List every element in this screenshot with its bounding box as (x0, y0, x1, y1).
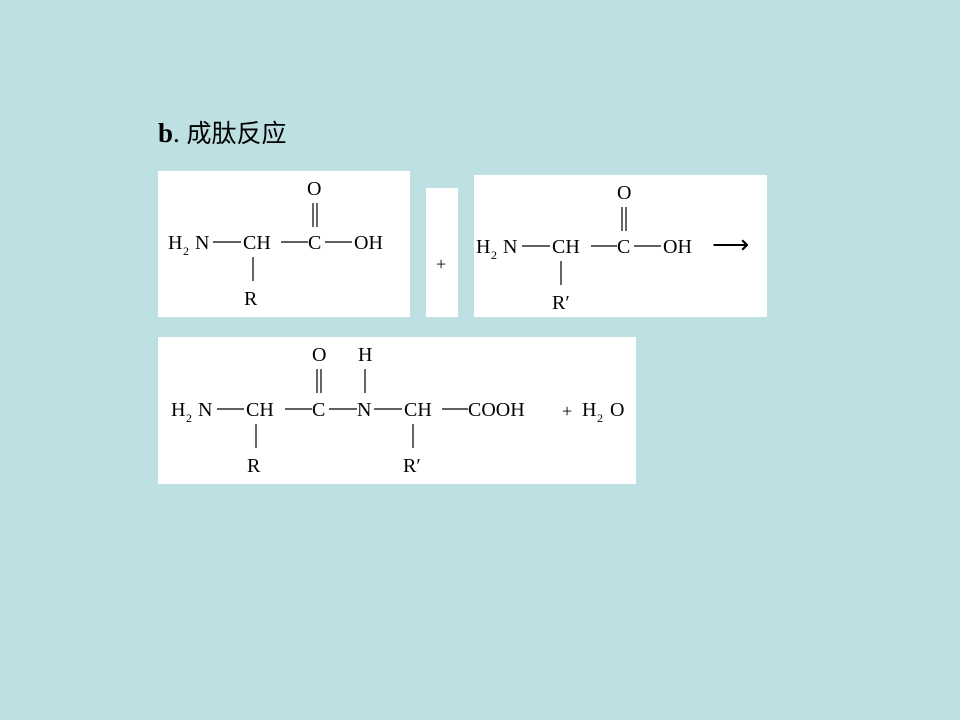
amino-h: H (476, 236, 490, 258)
water-h: H (582, 399, 596, 421)
carbonyl-oxygen: O (307, 178, 321, 200)
plus-sign: + (436, 254, 446, 274)
amino-h: H (171, 399, 185, 421)
carbonyl-c: C (312, 399, 325, 421)
reactant-2-structure: O H 2 N CH C OH ⟶ R′ (476, 182, 749, 314)
water-subscript: 2 (597, 411, 603, 425)
amino-subscript: 2 (186, 411, 192, 425)
side-chain-r-prime: R′ (403, 455, 421, 477)
reaction-heading: b. 成肽反应 (158, 114, 287, 150)
carboxyl-cooh: COOH (468, 399, 525, 421)
side-chain-r: R (244, 288, 258, 310)
amide-h: H (358, 344, 372, 366)
alpha-ch-1: CH (246, 399, 274, 421)
plus-panel: + (426, 188, 458, 317)
heading-letter: b (158, 118, 174, 148)
amino-h: H (168, 232, 182, 254)
amino-subscript: 2 (491, 248, 497, 262)
reactant-2-panel: O H 2 N CH C OH ⟶ R′ (474, 175, 767, 317)
amino-subscript: 2 (183, 244, 189, 258)
heading-title: 成肽反应 (186, 119, 287, 148)
water-o: O (610, 399, 624, 421)
carboxyl-c: C (308, 232, 321, 254)
amino-n: N (195, 232, 209, 254)
reactant-1-structure: O H 2 N CH C OH R (168, 178, 383, 310)
plus-graphic: + (436, 254, 446, 274)
carbonyl-oxygen: O (617, 182, 631, 204)
amino-n: N (198, 399, 212, 421)
product-panel: O H H 2 N CH C N CH COOH R R′ + H 2 O (158, 337, 636, 484)
side-chain-r: R (247, 455, 261, 477)
heading-separator: . (173, 118, 180, 148)
carbonyl-oxygen: O (312, 344, 326, 366)
reaction-arrow: ⟶ (712, 230, 749, 259)
alpha-ch: CH (243, 232, 271, 254)
hydroxyl-oh: OH (354, 232, 383, 254)
amino-n: N (503, 236, 517, 258)
hydroxyl-oh: OH (663, 236, 692, 258)
product-structure: O H H 2 N CH C N CH COOH R R′ + H 2 O (171, 344, 624, 477)
product-plus-sign: + (562, 401, 572, 421)
carboxyl-c: C (617, 236, 630, 258)
amide-n: N (357, 399, 371, 421)
alpha-ch: CH (552, 236, 580, 258)
side-chain-r-prime: R′ (552, 292, 570, 314)
reactant-1-panel: O H 2 N CH C OH R (158, 171, 410, 317)
alpha-ch-2: CH (404, 399, 432, 421)
